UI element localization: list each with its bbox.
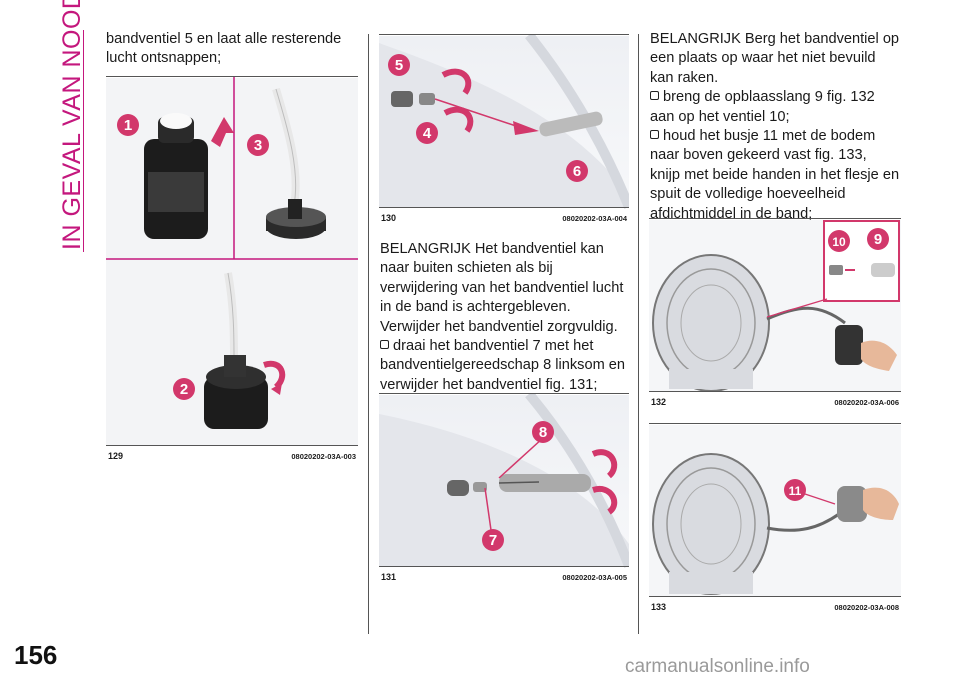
figure-132: 10 9 132 08020202-03A-006: [649, 218, 901, 409]
figure-133-code: 08020202-03A-008: [834, 603, 899, 612]
callout-2: [173, 378, 195, 400]
figure-130-number: 130: [381, 213, 397, 223]
figure-133-number: 133: [651, 602, 667, 612]
callout-11: [784, 479, 806, 501]
col3-bullet2: houd het busje 11 met de bodem naar bove…: [650, 127, 900, 224]
callout-1-label: 1: [124, 117, 132, 134]
col3-bullet1-text: breng de opblaasslang 9 fig. 132 aan op …: [650, 89, 875, 125]
callout-6-label: 6: [573, 163, 581, 180]
figure-133: 11 133 08020202-03A-008: [649, 423, 901, 614]
col2-bullet1: draai het bandventiel 7 met het bandvent…: [380, 337, 630, 395]
figure-129: 1 3 2 129 08020202-03A-003: [106, 76, 358, 463]
figure-131-number: 131: [381, 572, 397, 582]
figure-129-code: 08020202-03A-003: [291, 452, 356, 461]
callout-11-label: 11: [789, 484, 802, 498]
column-3-text: BELANGRIJK Berg het bandventiel op een p…: [650, 30, 900, 224]
callout-8: [532, 421, 554, 443]
callout-5: [388, 54, 410, 76]
bullet-icon: [650, 130, 659, 140]
callout-4-label: 4: [423, 125, 432, 142]
callout-4: [416, 122, 438, 144]
column-2-text: BELANGRIJK Het bandventiel kan naar buit…: [380, 240, 630, 395]
figure-129-number: 129: [108, 451, 124, 461]
callout-1: [117, 114, 139, 136]
figure-133-illustration: 11: [652, 453, 899, 595]
column-separator-2: [638, 34, 639, 634]
callout-10: [828, 230, 850, 252]
section-title-rule: [83, 30, 84, 252]
callout-7: [482, 529, 504, 551]
column-separator-1: [368, 34, 369, 634]
col3-bullet2-text: houd het busje 11 met de bodem naar bove…: [650, 128, 900, 222]
column-1: bandventiel 5 en laat alle resterende lu…: [106, 30, 356, 69]
figure-129-illustration: 1 3 2: [106, 77, 358, 429]
bullet-icon: [380, 340, 389, 350]
figure-131: 8 7 131 08020202-03A-005: [379, 393, 629, 584]
col3-para1: BELANGRIJK Berg het bandventiel op een p…: [650, 31, 900, 86]
callout-6: [566, 160, 588, 182]
callout-3: [247, 134, 269, 156]
callout-9: [867, 228, 889, 250]
figure-132-code: 08020202-03A-006: [834, 398, 899, 407]
callout-9-label: 9: [874, 231, 882, 248]
callout-10-label: 10: [832, 235, 846, 249]
bullet-icon: [650, 91, 659, 101]
col1-text: bandventiel 5 en laat alle resterende lu…: [106, 31, 342, 67]
col3-bullet1: breng de opblaasslang 9 fig. 132 aan op …: [650, 88, 900, 127]
figure-131-code: 08020202-03A-005: [562, 573, 627, 582]
col2-para1: BELANGRIJK Het bandventiel kan naar buit…: [380, 241, 624, 335]
callout-8-label: 8: [539, 424, 547, 441]
callout-5-label: 5: [395, 57, 403, 74]
watermark: carmanualsonline.info: [625, 656, 810, 677]
figure-130: 5 4 6 130 08020202-03A-004: [379, 34, 629, 225]
figure-130-code: 08020202-03A-004: [562, 214, 627, 223]
figure-132-number: 132: [651, 397, 667, 407]
col2-bullet1-text: draai het bandventiel 7 met het bandvent…: [380, 338, 626, 393]
figure-131-illustration: 8 7: [379, 394, 629, 568]
figure-130-illustration: 5 4 6: [379, 35, 629, 209]
figure-132-illustration: 10 9: [652, 220, 900, 392]
callout-2-label: 2: [180, 381, 188, 398]
callout-7-label: 7: [489, 532, 497, 549]
page-number: 156: [14, 640, 58, 670]
callout-3-label: 3: [254, 137, 262, 154]
